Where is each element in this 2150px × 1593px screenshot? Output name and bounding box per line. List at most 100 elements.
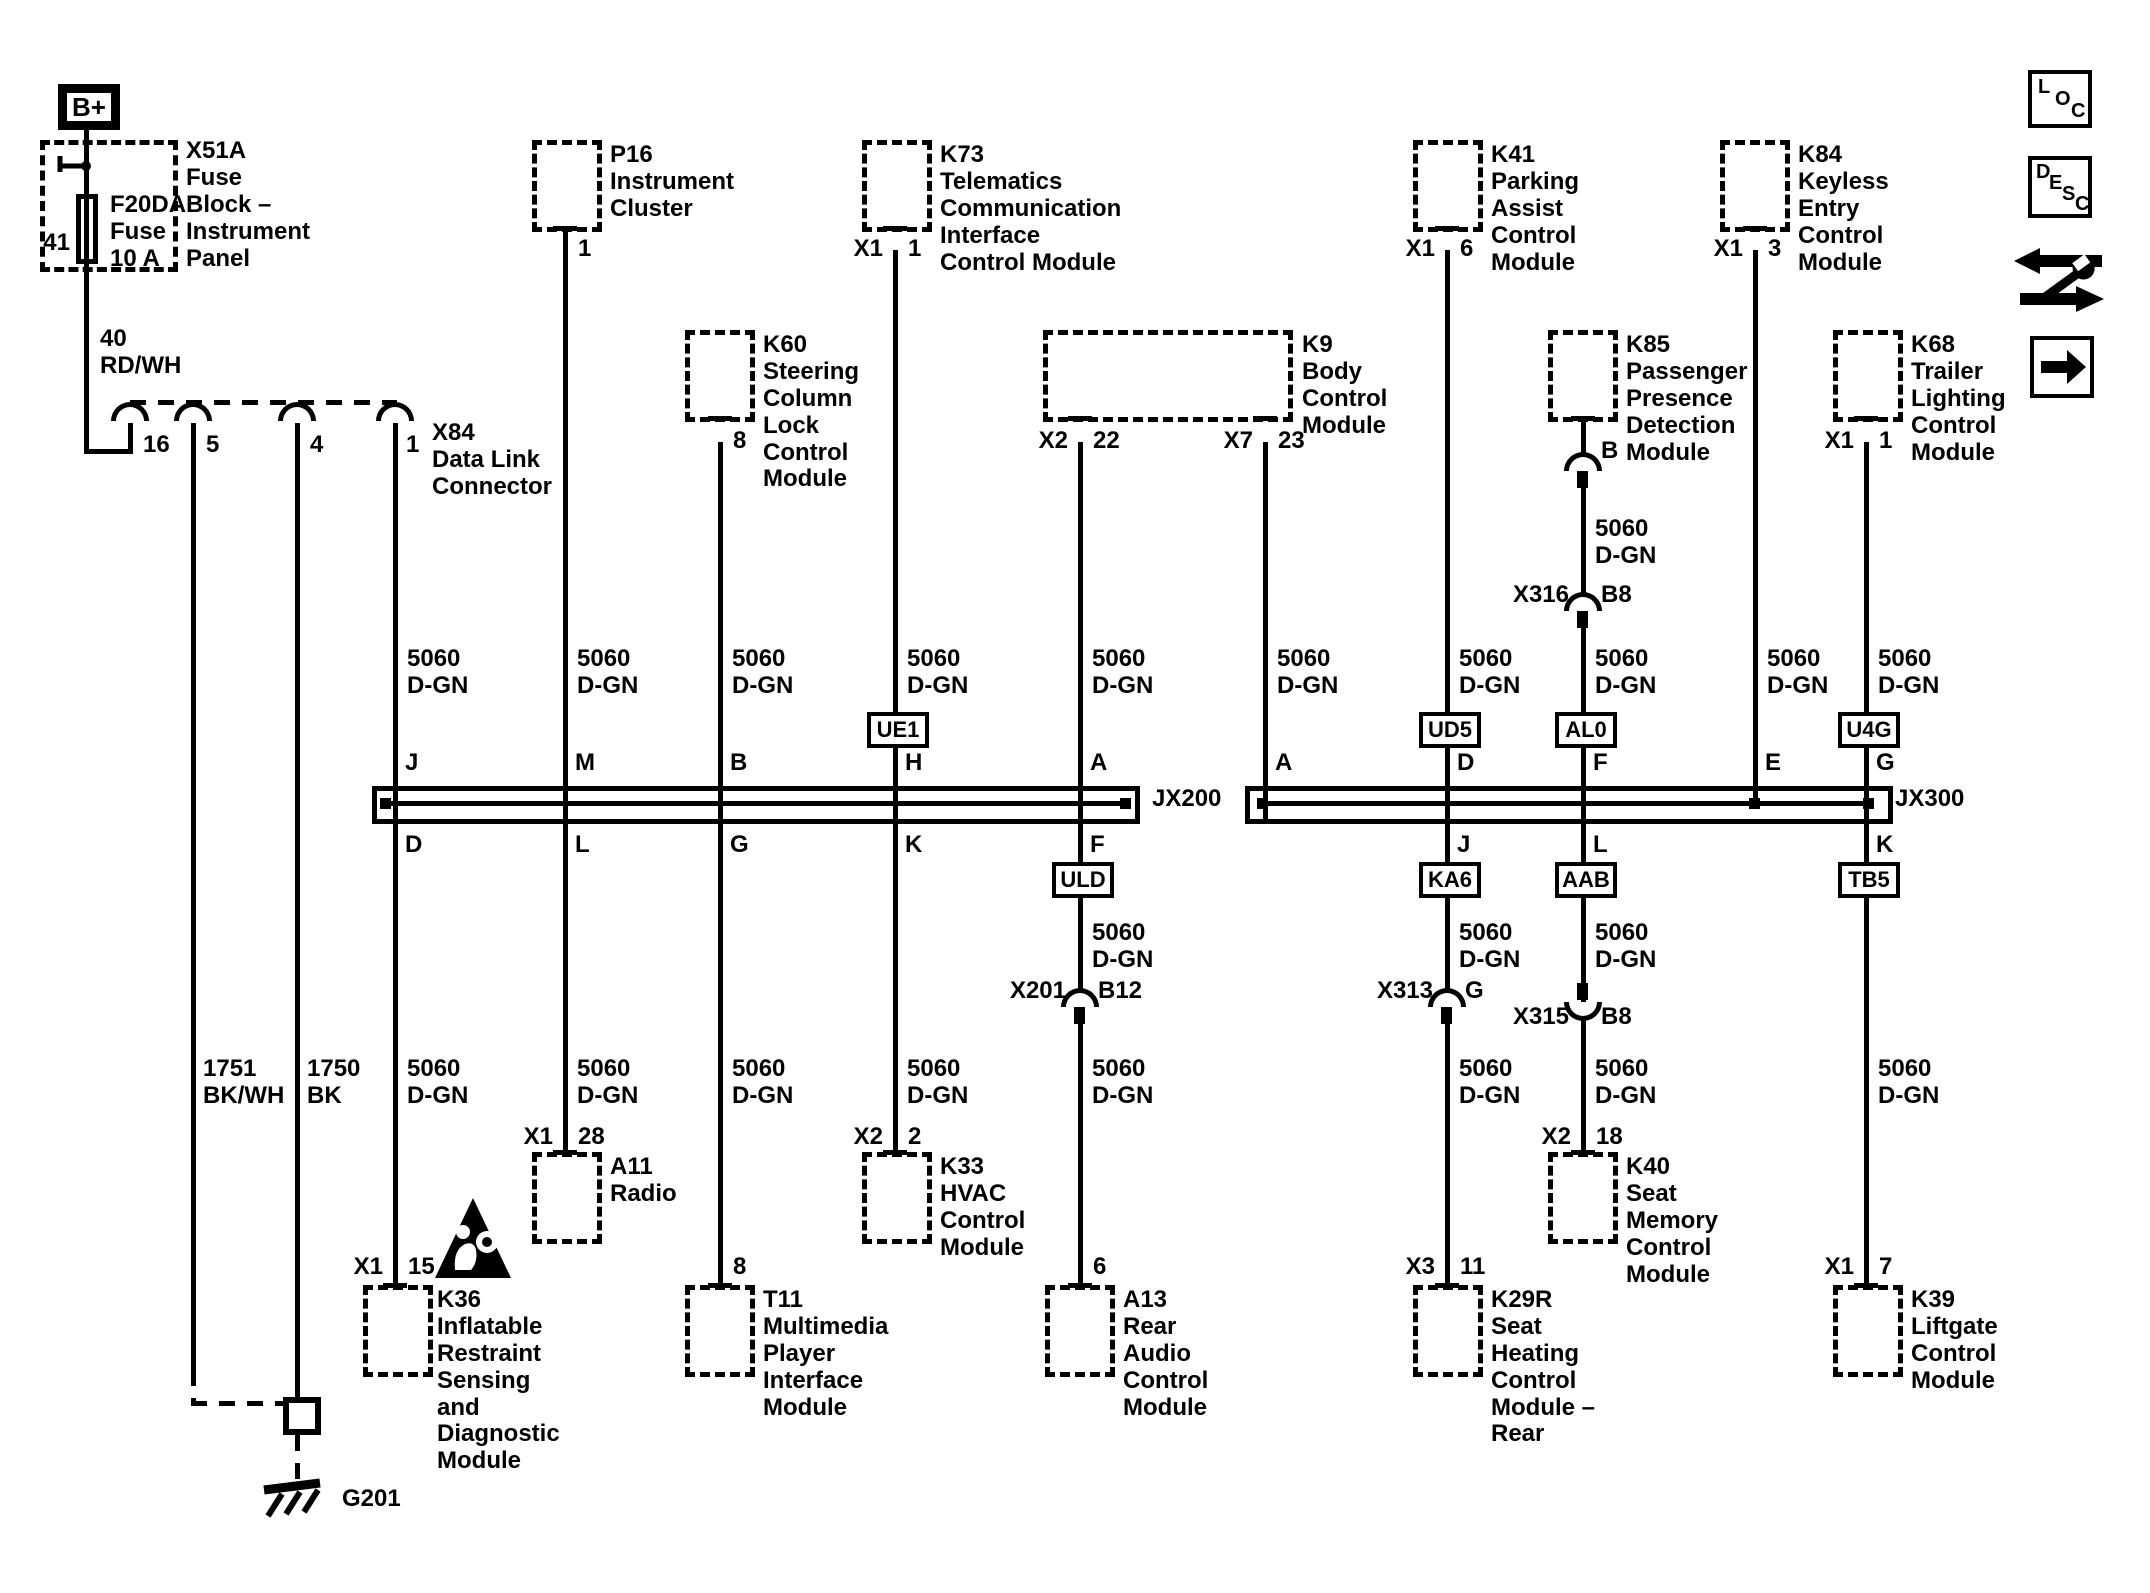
- splice-node: [283, 1397, 321, 1435]
- pin-tick: [553, 226, 577, 231]
- wire-label-dgn: 5060 D-GN: [1092, 1055, 1154, 1109]
- conn-k9-x2: X2: [1038, 427, 1068, 454]
- wire-label-dgn: 5060 D-GN: [1878, 1055, 1940, 1109]
- pin-a13: 6: [1093, 1253, 1107, 1280]
- module-label-k60: K60 Steering Column Lock Control Module: [763, 331, 860, 493]
- bus-junction-dot: [1749, 798, 1760, 809]
- jx200-pin-bottom: F: [1090, 831, 1105, 858]
- pin-tick: [383, 1283, 407, 1288]
- inline-plug-x315: [1577, 983, 1588, 1000]
- wire-col-k9x7: [1263, 442, 1268, 820]
- wire-label-dgn: 5060 D-GN: [907, 645, 969, 699]
- module-label-k73: K73 Telematics Communication Interface C…: [940, 141, 1122, 276]
- module-box-p16: [532, 140, 602, 232]
- circuit-label: AL0: [1565, 717, 1607, 742]
- wire-label-dgn: 5060 D-GN: [1595, 515, 1657, 569]
- jx200-pin-bottom: D: [405, 831, 423, 858]
- fuse-label: F20DA Fuse 10 A: [110, 191, 187, 272]
- inline-x315-pin: B8: [1601, 1003, 1632, 1030]
- jx300-pin-top: A: [1275, 749, 1293, 776]
- junction-bar-jx300: [1245, 786, 1893, 824]
- jx200-pin-bottom: G: [730, 831, 749, 858]
- loc-button[interactable]: L O C: [2028, 70, 2092, 128]
- conn-k39: X1: [1824, 1253, 1854, 1280]
- pin-k40: 18: [1596, 1123, 1623, 1150]
- circuit-box-ud5[interactable]: UD5: [1419, 712, 1481, 748]
- dlc-label: X84 Data Link Connector: [432, 419, 552, 500]
- desc-button[interactable]: D E S C: [2028, 156, 2092, 218]
- inline-plug-x313: [1441, 1007, 1452, 1024]
- battery-positive-symbol: B+: [58, 84, 120, 130]
- circuit-box-tb5[interactable]: TB5: [1838, 862, 1900, 898]
- module-label-k40: K40 Seat Memory Control Module: [1626, 1153, 1719, 1288]
- loc-letter: L: [2038, 76, 2051, 98]
- wire-label-dgn: 5060 D-GN: [407, 1055, 469, 1109]
- wire-batt-feed: [84, 130, 89, 454]
- wire-label-dgn: 5060 D-GN: [577, 1055, 639, 1109]
- dlc-pin4-connector: [278, 402, 316, 421]
- module-label-a13: A13 Rear Audio Control Module: [1123, 1286, 1209, 1421]
- schematic-navigation-icon[interactable]: [2010, 240, 2110, 320]
- conn-k36: X1: [353, 1253, 383, 1280]
- module-box-k39: [1833, 1285, 1903, 1377]
- circuit-box-uld[interactable]: ULD: [1052, 862, 1114, 898]
- module-box-k68: [1833, 330, 1903, 422]
- next-page-button[interactable]: [2030, 336, 2094, 398]
- conn-a11: X1: [523, 1123, 553, 1150]
- module-label-k85: K85 Passenger Presence Detection Module: [1626, 331, 1748, 466]
- pin-p16: 1: [578, 235, 592, 262]
- right-arrow-icon: [2041, 350, 2086, 384]
- wire-label-dgn: 5060 D-GN: [1092, 645, 1154, 699]
- module-box-t11: [685, 1285, 755, 1377]
- circuit-box-al0[interactable]: AL0: [1555, 712, 1617, 748]
- circuit-label: KA6: [1427, 867, 1472, 892]
- module-box-k84: [1720, 140, 1790, 232]
- circuit-label: ULD: [1060, 867, 1106, 892]
- loc-letter: C: [2071, 100, 2086, 122]
- module-box-k9: [1043, 330, 1293, 422]
- module-box-k36: [363, 1285, 433, 1377]
- pin-tick: [1571, 416, 1595, 421]
- pin-tick: [1068, 1283, 1092, 1288]
- jx200-pin-top: A: [1090, 749, 1108, 776]
- pin-k68: 1: [1879, 427, 1893, 454]
- bus-end-dot: [1120, 798, 1131, 809]
- wire-label-dgn: 5060 D-GN: [732, 645, 794, 699]
- jx300-pin-bottom: L: [1593, 831, 1608, 858]
- pin-k9-23: 23: [1278, 427, 1305, 454]
- module-label-k68: K68 Trailer Lighting Control Module: [1911, 331, 2006, 466]
- inline-connector-x315: [1564, 1002, 1602, 1021]
- desc-letter: D: [2036, 161, 2051, 183]
- pin-tick: [1571, 1150, 1595, 1155]
- pin-k84: 3: [1768, 235, 1782, 262]
- fuse-clip-icon: [57, 156, 91, 172]
- jx200-pin-bottom: K: [905, 831, 923, 858]
- wire-1750: [295, 423, 300, 1398]
- inline-plug-x316: [1577, 611, 1588, 628]
- dlc-pin5-label: 5: [206, 431, 220, 458]
- jx200-bus-line: [384, 801, 1128, 806]
- jx300-pin-bottom: K: [1876, 831, 1894, 858]
- circuit-box-u4g[interactable]: U4G: [1838, 712, 1900, 748]
- module-label-k84: K84 Keyless Entry Control Module: [1798, 141, 1889, 276]
- wire-label-dgn: 5060 D-GN: [907, 1055, 969, 1109]
- conn-k29r: X3: [1405, 1253, 1435, 1280]
- dlc-pin16-label: 16: [143, 431, 170, 458]
- module-label-k29r: K29R Seat Heating Control Module – Rear: [1491, 1286, 1596, 1448]
- wire-label-dgn: 5060 D-GN: [577, 645, 639, 699]
- circuit-box-ka6[interactable]: KA6: [1419, 862, 1481, 898]
- pin-a11: 28: [578, 1123, 605, 1150]
- jx300-bus-line: [1259, 801, 1871, 806]
- wire-label-dgn: 5060 D-GN: [1459, 919, 1521, 973]
- jx200-pin-top: H: [905, 749, 923, 776]
- jx300-pin-top: D: [1457, 749, 1475, 776]
- jx300-pin-top: E: [1765, 749, 1782, 776]
- circuit-box-aab[interactable]: AAB: [1555, 862, 1617, 898]
- inline-x201-pin: B12: [1098, 977, 1143, 1004]
- ground-symbol: [263, 1478, 321, 1518]
- jx200-pin-top: M: [575, 749, 595, 776]
- wire-col-p16: [563, 232, 568, 1152]
- circuit-label: UD5: [1427, 717, 1472, 742]
- circuit-box-ue1[interactable]: UE1: [867, 712, 929, 748]
- jx300-pin-top: F: [1593, 749, 1608, 776]
